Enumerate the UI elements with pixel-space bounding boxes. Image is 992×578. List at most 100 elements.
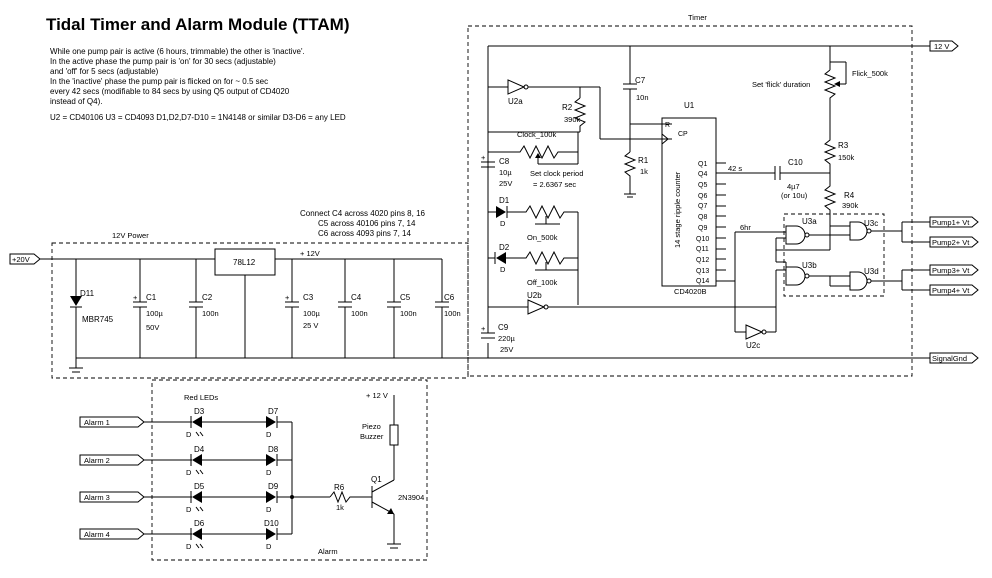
alarm-circuit: Alarm 1 Alarm 2 Alarm 3 Alarm 4 D3 D7 D …: [79, 391, 424, 551]
d4-led: [192, 454, 202, 466]
d2-type: D: [500, 265, 506, 274]
timer-box: [467, 25, 913, 377]
c10-alt: (or 10u): [781, 191, 808, 200]
piezo-buzzer: [389, 424, 399, 446]
clock-period: = 2.6367 sec: [533, 180, 576, 189]
pump2-label: Pump2+ Vt: [932, 238, 970, 247]
parts-note: U2 = CD40106 U3 = CD4093 D1,D2,D7-D10 = …: [50, 113, 346, 122]
d1-type: D: [500, 219, 506, 228]
alarm-section: Alarm Red LEDs: [151, 379, 428, 561]
pump1-label: Pump1+ Vt: [932, 218, 970, 227]
note-line: Connect C4 across 4020 pins 8, 16: [300, 209, 426, 218]
pump2-terminal: [929, 236, 979, 248]
d4-type: D: [186, 468, 192, 477]
d8-type: D: [266, 468, 272, 477]
flick-note: Set 'flick' duration: [752, 80, 810, 89]
c8-value: 10µ: [499, 168, 512, 177]
c3-volts: 25 V: [303, 321, 318, 330]
svg-text:+: +: [481, 324, 486, 333]
r1-label: R1: [638, 156, 649, 165]
d2-label: D2: [499, 243, 510, 252]
d5-led: [192, 491, 202, 503]
c3-value: 100µ: [303, 309, 321, 318]
c8-volts: 25V: [499, 179, 512, 188]
clock-pot-label: Clock_100k: [517, 130, 556, 139]
note-line: In the 'inactive' phase the pump pair is…: [50, 77, 268, 86]
timer-section: Timer: [467, 13, 913, 377]
c2-value: 100n: [202, 309, 219, 318]
pin-q14: Q14: [696, 278, 709, 285]
alarm-box: [151, 379, 428, 561]
pin-q5: Q5: [698, 182, 707, 189]
alarm4-label: Alarm 4: [84, 530, 110, 539]
c8-label: C8: [499, 157, 510, 166]
d11-label: D11: [80, 289, 95, 298]
d10-type: D: [266, 542, 272, 551]
led-emission-marks: [195, 431, 204, 549]
c5-value: 100n: [400, 309, 417, 318]
c7-label: C7: [635, 76, 646, 85]
d5-label: D5: [194, 482, 205, 491]
timer-circuit: + C9 220µ 25V U2a R2 390k Clock_100k + C…: [481, 46, 979, 358]
c5-label: C5: [400, 293, 411, 302]
timer-label: Timer: [688, 13, 707, 22]
d1-diode: [496, 206, 506, 218]
svg-text:+: +: [481, 153, 486, 162]
d10-diode: [266, 528, 276, 540]
d7-type: D: [266, 430, 272, 439]
c1-volts: 50V: [146, 323, 159, 332]
clock-note: Set clock period: [530, 169, 583, 178]
u3b-label: U3b: [802, 261, 817, 270]
note-line: instead of Q4).: [50, 97, 102, 106]
rail-12v-power-label: + 12V: [300, 249, 320, 258]
c6-label: C6: [444, 293, 455, 302]
d3-led: [192, 416, 202, 428]
power-label: 12V Power: [112, 231, 149, 240]
note-line: C5 across 40106 pins 7, 14: [318, 219, 416, 228]
c1-label: C1: [146, 293, 157, 302]
note-line: While one pump pair is active (6 hours, …: [50, 47, 305, 56]
u3c-label: U3c: [864, 219, 878, 228]
d2-diode: [496, 252, 506, 264]
d9-label: D9: [268, 482, 279, 491]
d9-diode: [266, 491, 276, 503]
c10-value: 4µ7: [787, 182, 800, 191]
c9-label: C9: [498, 323, 509, 332]
d10-label: D10: [264, 519, 279, 528]
svg-text:+: +: [285, 293, 290, 302]
alarm2-label: Alarm 2: [84, 456, 110, 465]
r3-label: R3: [838, 141, 849, 150]
pump4-terminal: [929, 284, 979, 296]
decoupling-notes: Connect C4 across 4020 pins 8, 16 C5 acr…: [300, 209, 426, 238]
pin-r: R: [665, 122, 670, 129]
pin-q4: Q4: [698, 171, 707, 178]
u1-description: 14 stage ripple counter: [673, 171, 682, 248]
pin-q10: Q10: [696, 236, 709, 243]
d11-type: MBR745: [82, 315, 114, 324]
r6-value: 1k: [336, 503, 344, 512]
u3d-label: U3d: [864, 267, 879, 276]
rail-12v-label: 12 V: [934, 42, 949, 51]
d8-diode: [266, 454, 276, 466]
rail-20v: +20V + 12V: [9, 249, 442, 265]
pin-cp: CP: [678, 131, 688, 138]
power-circuit: D11 MBR745 + C1 100µ 50V C2 100n 78L12 +…: [69, 248, 461, 373]
pump1-terminal: [929, 216, 979, 228]
pin-q11: Q11: [696, 246, 709, 253]
pin-q1: Q1: [698, 161, 707, 168]
u2b-inverter: [527, 299, 546, 315]
pin-q6: Q6: [698, 193, 707, 200]
c10-label: C10: [788, 158, 803, 167]
u2c-label: U2c: [746, 341, 760, 350]
pin-q13: Q13: [696, 268, 709, 275]
u3-gate-box: [783, 213, 885, 297]
buzzer-label-2: Buzzer: [360, 432, 384, 441]
q4-period: 42 s: [728, 164, 742, 173]
d5-type: D: [186, 505, 192, 514]
c9-volts: 25V: [500, 345, 513, 354]
flick-pot-label: Flick_500k: [852, 69, 888, 78]
d4-label: D4: [194, 445, 205, 454]
u1-cd4020b: [661, 117, 717, 287]
r2-label: R2: [562, 103, 573, 112]
